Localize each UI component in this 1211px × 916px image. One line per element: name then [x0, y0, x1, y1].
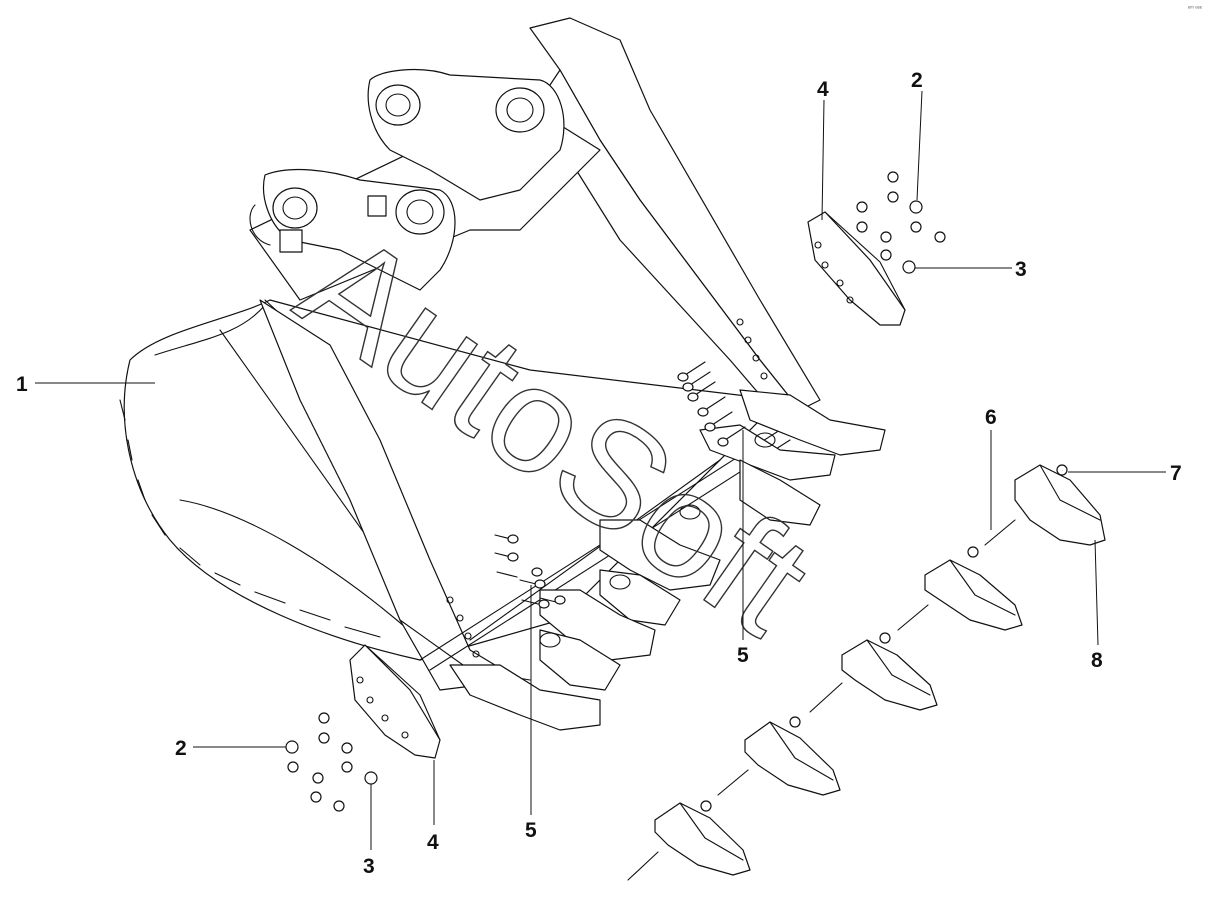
callout-6: 6 — [985, 406, 997, 429]
tooth-adapters — [449, 389, 886, 731]
callout-2-lower: 2 — [175, 737, 187, 760]
callout-2-upper: 2 — [911, 69, 923, 92]
callout-1: 1 — [16, 373, 28, 396]
mounting-ears — [249, 68, 565, 291]
nuts-washers-lower — [285, 712, 378, 812]
corner-mark: ᵉᵐ ᵉᵉᵉ — [1188, 6, 1203, 12]
bolts-upper — [677, 361, 746, 447]
callout-7: 7 — [1170, 462, 1182, 485]
callout-3-lower: 3 — [363, 855, 375, 878]
side-plate-holes — [446, 318, 768, 658]
callout-4-lower: 4 — [427, 831, 439, 854]
callout-3-upper: 3 — [1015, 258, 1027, 281]
callout-5-right: 5 — [737, 644, 749, 667]
callout-4-upper: 4 — [817, 78, 829, 101]
leader-lines — [35, 90, 1166, 850]
side-cutter-lower — [349, 644, 441, 759]
nuts-washers-upper — [856, 171, 946, 274]
callouts: 1 2 2 3 3 4 4 5 5 6 7 8 — [16, 69, 1182, 878]
callout-5-left: 5 — [525, 819, 537, 842]
teeth-exploded — [627, 464, 1106, 881]
bolts-lower — [494, 534, 566, 609]
side-cutter-upper — [807, 211, 906, 326]
callout-8: 8 — [1091, 649, 1103, 672]
